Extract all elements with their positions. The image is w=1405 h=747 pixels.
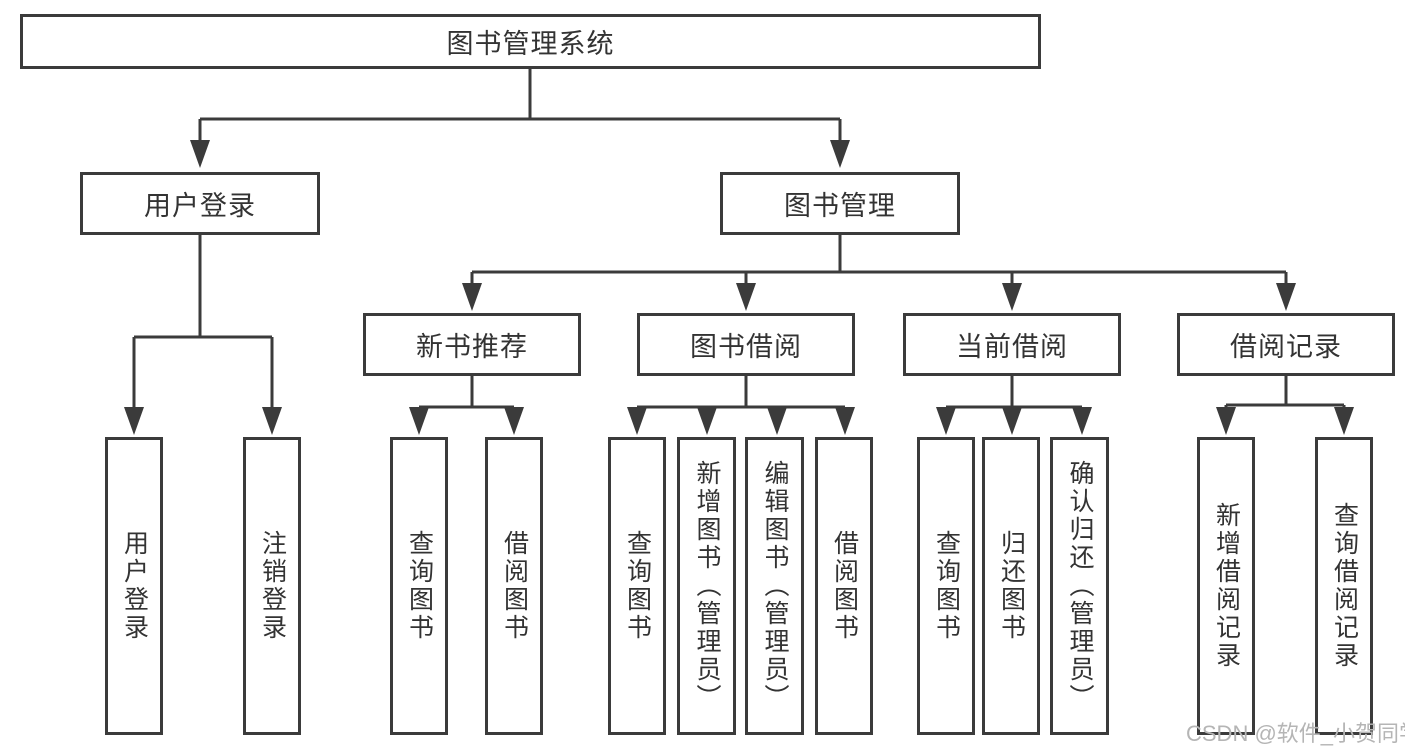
node-borrowing-records-label: 借阅记录: [1230, 332, 1342, 362]
node-system-root: 图书管理系统: [20, 14, 1041, 69]
leaf-add-borrow-record: 新增借阅记录: [1197, 437, 1255, 735]
csdn-watermark: CSDN @软件_小贺同学: [1186, 721, 1405, 746]
leaf-logout: 注销登录: [243, 437, 301, 735]
node-current-borrowing-label: 当前借阅: [956, 332, 1068, 362]
node-new-book-recommendation-label: 新书推荐: [416, 332, 528, 362]
leaf-logout-label: 注销登录: [258, 530, 287, 642]
leaf-recommend-query-books-label: 查询图书: [405, 530, 434, 642]
leaf-borrow-books: 借阅图书: [815, 437, 873, 735]
leaf-borrow-query-books: 查询图书: [608, 437, 666, 735]
node-current-borrowing: 当前借阅: [903, 313, 1121, 376]
leaf-current-query-books-label: 查询图书: [932, 530, 961, 642]
node-book-management-module-label: 图书管理: [784, 191, 896, 221]
node-system-root-label: 图书管理系统: [446, 29, 615, 59]
leaf-recommend-borrow-books: 借阅图书: [485, 437, 543, 735]
leaf-current-query-books: 查询图书: [917, 437, 975, 735]
node-book-management-module: 图书管理: [720, 172, 960, 235]
leaf-borrow-query-books-label: 查询图书: [623, 530, 652, 642]
node-book-borrowing-label: 图书借阅: [690, 332, 802, 362]
leaf-user-login-label: 用户登录: [120, 530, 149, 642]
leaf-add-books-admin: 新增图书（管理员）: [677, 437, 736, 735]
leaf-confirm-return-admin-label: 确认归还（管理员）: [1066, 460, 1094, 712]
leaf-confirm-return-admin: 确认归还（管理员）: [1050, 437, 1109, 735]
node-borrowing-records: 借阅记录: [1177, 313, 1395, 376]
leaf-edit-books-admin-label: 编辑图书（管理员）: [761, 460, 789, 712]
leaf-add-books-admin-label: 新增图书（管理员）: [693, 460, 721, 712]
leaf-borrow-books-label: 借阅图书: [830, 530, 859, 642]
leaf-return-books-label: 归还图书: [997, 530, 1026, 642]
leaf-recommend-query-books: 查询图书: [390, 437, 448, 735]
leaf-query-borrow-record: 查询借阅记录: [1315, 437, 1373, 735]
leaf-user-login: 用户登录: [105, 437, 163, 735]
node-user-login-module: 用户登录: [80, 172, 320, 235]
node-new-book-recommendation: 新书推荐: [363, 313, 581, 376]
node-user-login-module-label: 用户登录: [144, 191, 256, 221]
leaf-recommend-borrow-books-label: 借阅图书: [500, 530, 529, 642]
leaf-add-borrow-record-label: 新增借阅记录: [1212, 502, 1241, 670]
leaf-return-books: 归还图书: [982, 437, 1040, 735]
node-book-borrowing: 图书借阅: [637, 313, 855, 376]
leaf-query-borrow-record-label: 查询借阅记录: [1330, 502, 1359, 670]
leaf-edit-books-admin: 编辑图书（管理员）: [745, 437, 804, 735]
